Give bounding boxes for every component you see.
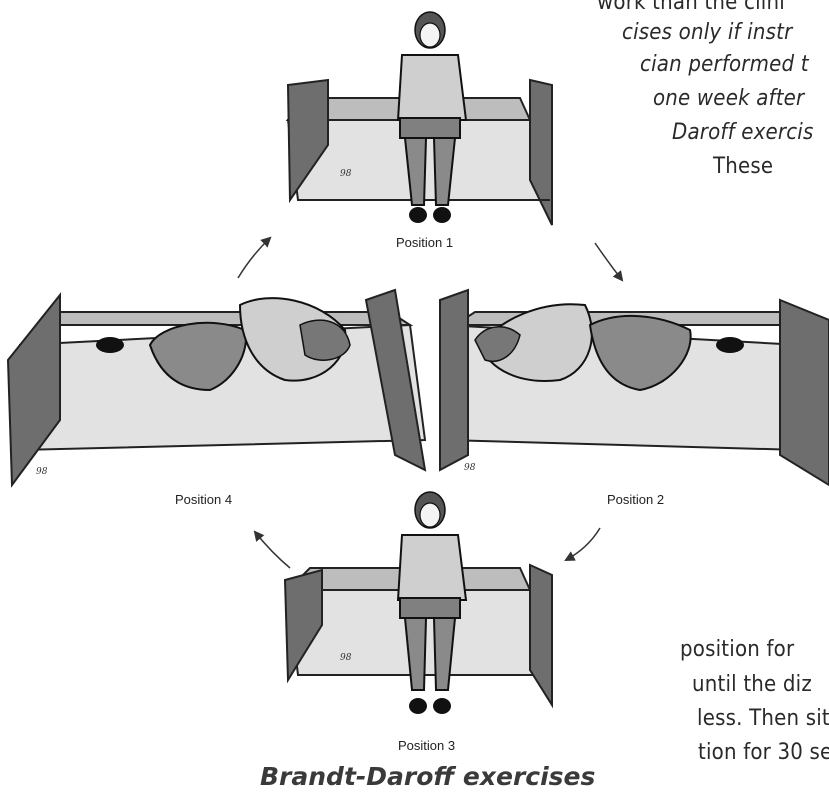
arrow-p4-to-p1 xyxy=(238,238,270,278)
artist-signature-top: 98 xyxy=(340,169,352,179)
body-line-6: These xyxy=(713,154,773,179)
body-line-1: work than the clini xyxy=(597,0,785,15)
body-line-8: until the diz xyxy=(692,672,812,697)
body-line-2: cises only if instr xyxy=(622,20,792,45)
body-line-4: one week after xyxy=(653,86,804,111)
position-3-label: Position 3 xyxy=(398,738,455,753)
position-2-label: Position 2 xyxy=(607,492,664,507)
person-sitting-bottom xyxy=(398,492,466,714)
arrow-p1-to-p2 xyxy=(595,243,622,280)
artist-signature-bottom: 98 xyxy=(340,653,352,663)
body-line-5: Daroff exercis xyxy=(672,120,814,145)
artist-signature-left: 98 xyxy=(36,467,48,477)
body-line-7: position for xyxy=(680,637,794,662)
artist-signature-right: 98 xyxy=(464,463,476,473)
arrow-p3-to-p4 xyxy=(255,532,290,568)
position-1-label: Position 1 xyxy=(396,235,453,250)
body-line-10: tion for 30 se xyxy=(698,740,829,765)
body-line-3: cian performed t xyxy=(640,52,809,77)
body-line-9: less. Then sit xyxy=(697,706,829,731)
figure-caption: Brandt-Daroff exercises xyxy=(260,762,595,791)
arrow-p2-to-p3 xyxy=(566,528,600,560)
position-4-label: Position 4 xyxy=(175,492,232,507)
